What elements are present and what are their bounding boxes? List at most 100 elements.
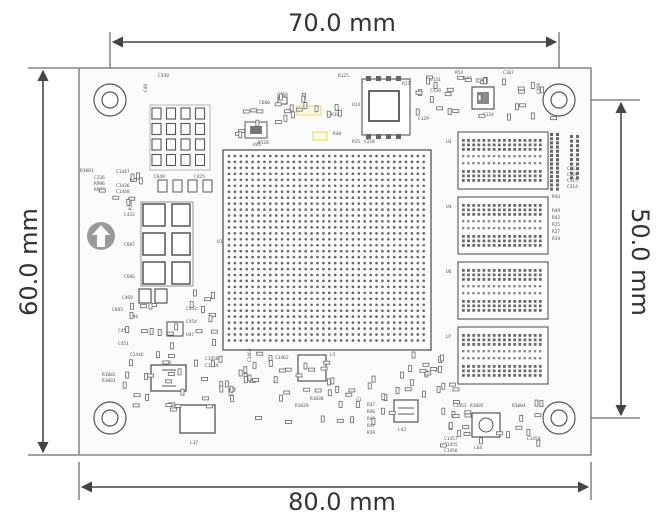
bga-ball	[345, 261, 349, 265]
bga-ball	[292, 315, 296, 318]
ddr-pad	[528, 155, 531, 158]
ddr-pad	[492, 227, 496, 230]
ddr-pad	[523, 139, 527, 142]
capacitor-pad	[180, 107, 191, 120]
ddr-pad	[518, 269, 522, 272]
bga-ball	[333, 226, 337, 229]
smd-pad	[576, 176, 579, 180]
ddr-pad	[467, 278, 470, 281]
bga-ball	[233, 214, 237, 217]
bga-ball	[404, 172, 408, 176]
bga-ball	[375, 279, 378, 283]
bga-ball	[333, 184, 337, 188]
bga-ball	[381, 178, 384, 182]
ddr-pad	[482, 204, 486, 207]
bga-ball	[363, 237, 367, 241]
ddr-pad	[497, 309, 501, 312]
bga-ball	[363, 315, 367, 318]
ddr-pad	[528, 170, 532, 173]
ddr-pad	[523, 213, 527, 216]
bga-ball	[351, 214, 355, 217]
bga-ball	[327, 220, 331, 223]
bga-ball	[392, 232, 396, 235]
bga-ball	[316, 303, 319, 307]
ddr-pad	[523, 174, 527, 178]
bga-ball	[316, 243, 319, 247]
ddr-pad	[467, 155, 470, 158]
bga-ball	[251, 190, 254, 194]
smd-pad	[482, 77, 487, 85]
ddr-pad	[462, 174, 465, 178]
ddr-pad	[513, 139, 517, 142]
smd-pad	[128, 359, 133, 367]
bga-ball	[227, 267, 231, 271]
bga-ball	[292, 214, 296, 217]
ddr-pad	[513, 374, 517, 377]
smd-pad	[556, 133, 559, 136]
ddr-pad	[462, 334, 465, 337]
smd-pad	[495, 431, 503, 436]
bga-ball	[333, 285, 337, 289]
ddr-pad	[503, 162, 506, 165]
bga-ball	[416, 166, 420, 170]
ddr-pad	[523, 204, 527, 207]
bga-ball	[251, 315, 254, 318]
ddr-pad	[518, 174, 522, 178]
smd-pad	[371, 375, 376, 383]
bga-ball	[386, 160, 390, 164]
smd-pad	[125, 371, 130, 379]
bga-ball	[322, 220, 325, 223]
bga-ball	[227, 214, 231, 217]
bga-ball	[363, 255, 367, 259]
ddr-pad	[538, 220, 542, 223]
bga-ball	[292, 267, 296, 271]
bga-ball	[310, 273, 313, 277]
bga-ball	[280, 267, 284, 271]
smd-pad	[145, 393, 150, 401]
bga-ball	[381, 309, 384, 313]
bga-ball	[292, 208, 296, 211]
bga-ball	[316, 291, 319, 295]
bga-ball	[316, 160, 319, 164]
ddr-pad	[482, 369, 486, 373]
bga-ball	[268, 202, 272, 205]
bga-ball	[398, 291, 402, 295]
smd-pad	[441, 407, 446, 415]
ddr-pad	[513, 148, 517, 151]
bga-ball	[263, 172, 266, 176]
ddr-pad	[518, 304, 522, 308]
ddr-pad	[472, 174, 476, 178]
ddr-pad	[477, 220, 480, 223]
ddr-pad	[533, 155, 537, 158]
bga-ball	[339, 190, 343, 194]
bga-ball	[327, 321, 331, 324]
bga-ball	[351, 190, 355, 194]
bga-ball	[351, 279, 355, 283]
bga-ball	[304, 321, 308, 324]
bga-ball	[386, 267, 390, 271]
bga-ball	[410, 285, 414, 289]
ddr-pad	[477, 213, 481, 216]
smd-pad	[556, 175, 559, 178]
bga-ball	[416, 261, 420, 265]
bga-ball	[416, 160, 420, 164]
ddr-pad	[487, 155, 490, 158]
bga-ball	[369, 327, 372, 330]
bga-ball	[316, 249, 319, 253]
bga-ball	[381, 255, 384, 259]
bga-ball	[327, 285, 331, 289]
bga-ball	[363, 261, 367, 265]
ddr-pad	[492, 162, 496, 165]
ddr-pad	[487, 213, 491, 216]
bga-ball	[268, 267, 272, 271]
smd-pad	[515, 103, 519, 111]
smd-pad	[570, 158, 573, 161]
ddr-pad	[497, 300, 501, 303]
bga-ball	[333, 333, 337, 336]
bga-ball	[351, 196, 355, 200]
bga-ball	[298, 315, 302, 318]
bga-ball	[345, 208, 349, 211]
smd-pad	[550, 158, 553, 162]
ddr-pad	[503, 220, 506, 223]
bga-ball	[381, 291, 384, 295]
